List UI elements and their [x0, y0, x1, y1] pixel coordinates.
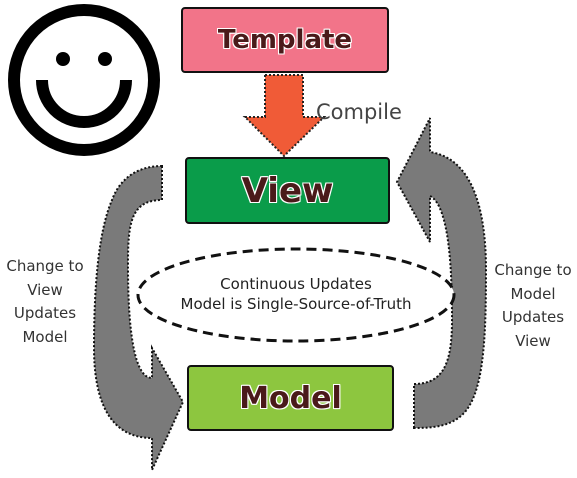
model-node: Model: [187, 365, 394, 431]
center-note-line-1: Continuous Updates: [220, 275, 372, 293]
right-label-line: Change to: [494, 261, 572, 279]
smiley-face-icon: [8, 4, 160, 156]
view-node: View: [185, 157, 390, 224]
left-update-arrow: [92, 164, 185, 471]
left-label-line: Updates: [13, 304, 77, 322]
right-label-line: Updates: [501, 308, 565, 326]
right-update-arrow: [395, 117, 488, 430]
left-label-line: Model: [22, 327, 68, 346]
template-node: Template: [181, 7, 389, 73]
right-label-line: View: [515, 331, 551, 350]
left-label-line: Change to: [6, 257, 84, 275]
center-note-line-2: Model is Single-Source-of-Truth: [180, 295, 412, 313]
left-side-label: Change to View Updates Model: [4, 255, 86, 349]
right-label-line: Model: [510, 284, 556, 303]
compile-arrow: [242, 74, 327, 158]
center-ellipse: [136, 247, 456, 343]
right-side-label: Change to Model Updates View: [492, 259, 574, 353]
left-label-line: View: [27, 280, 63, 299]
compile-label: Compile: [316, 100, 402, 124]
center-note: Continuous Updates Model is Single-Sourc…: [137, 274, 455, 314]
